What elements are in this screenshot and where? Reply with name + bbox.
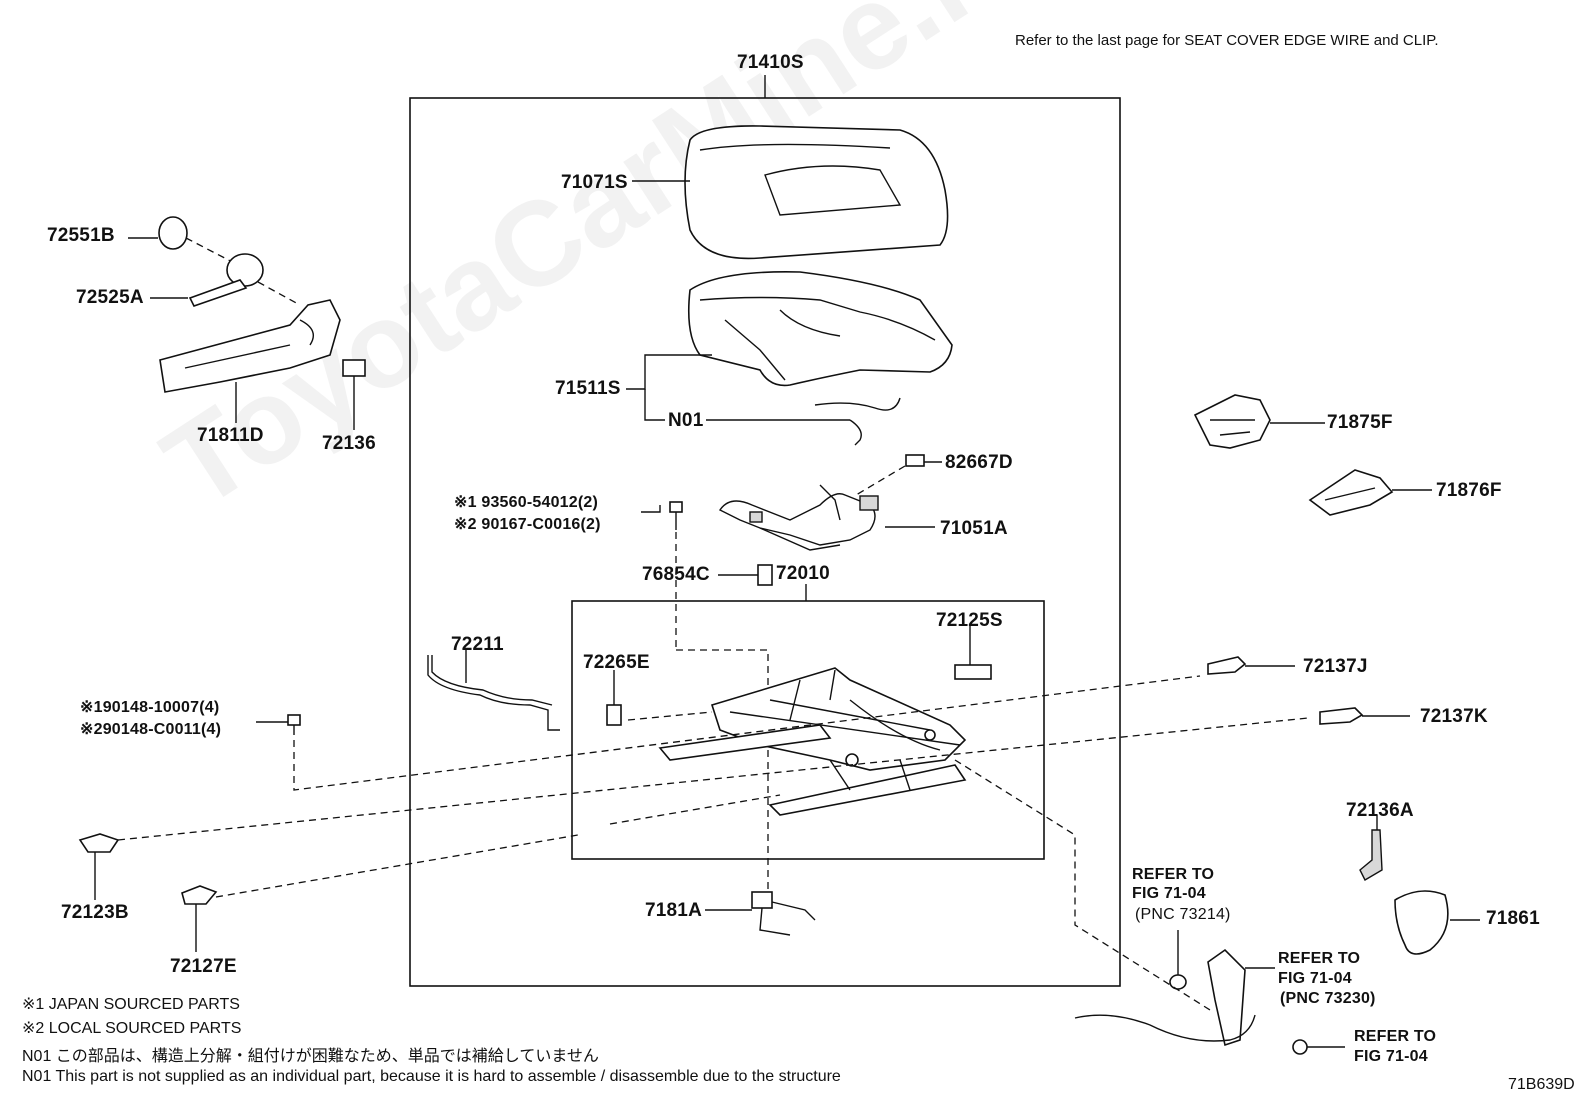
- cover-72123b: [78, 833, 120, 853]
- rod-72211: [427, 655, 560, 731]
- harness-n01: [814, 397, 901, 446]
- label-90148-line1: ※190148-10007(4): [80, 699, 220, 716]
- label-71410s: 71410S: [737, 52, 804, 73]
- label-72265e: 72265E: [583, 652, 650, 673]
- refer2-line1: REFER TO: [1278, 950, 1361, 967]
- seat-adjuster-72010: [658, 667, 967, 816]
- label-90148-line2: ※290148-C0011(4): [80, 721, 222, 738]
- part-72265e: [606, 704, 622, 726]
- label-72127e: 72127E: [170, 956, 237, 977]
- label-71511s: 71511S: [555, 378, 621, 399]
- cover-72136a: [1359, 829, 1383, 881]
- label-72137k: 72137K: [1420, 706, 1488, 727]
- bolt-90148: [287, 714, 301, 735]
- seat-pad-71511s: [687, 271, 953, 387]
- label-93560-line2: ※2 90167-C0016(2): [454, 516, 601, 533]
- refer-note: Refer to the last page for SEAT COVER ED…: [1015, 32, 1439, 49]
- label-82667d: 82667D: [945, 452, 1013, 473]
- footnote-n01-english: N01 This part is not supplied as an indi…: [22, 1068, 841, 1085]
- part-72125s: [954, 664, 992, 680]
- clip-82667d: [905, 454, 925, 467]
- label-71875f: 71875F: [1327, 412, 1393, 433]
- label-72123b: 72123B: [61, 902, 129, 923]
- label-71861: 71861: [1486, 908, 1540, 929]
- cover-71861: [1394, 890, 1449, 955]
- bolt-93560: [669, 501, 683, 530]
- nut-part: [1292, 1039, 1308, 1055]
- label-72125s: 72125S: [936, 610, 1003, 631]
- label-7181a: 7181A: [645, 900, 702, 921]
- refer2-line3: (PNC 73230): [1280, 990, 1376, 1007]
- label-72525a: 72525A: [76, 287, 144, 308]
- clip-72136: [342, 359, 366, 377]
- label-72136a: 72136A: [1346, 800, 1414, 821]
- refer1-line3: (PNC 73214): [1135, 906, 1231, 923]
- cover-72137k: [1319, 707, 1364, 725]
- refer1-line2: FIG 71-04: [1132, 885, 1206, 902]
- clip-76854c: [757, 564, 773, 586]
- cover-72137j: [1207, 656, 1247, 675]
- knob-72551b: [158, 216, 188, 250]
- wire-harness-71051a: [718, 484, 879, 551]
- shield-71811d: [159, 299, 341, 393]
- grommet-73214: [1169, 974, 1187, 990]
- label-71876f: 71876F: [1436, 480, 1502, 501]
- footnote-n01-japanese: N01 この部品は、構造上分解・組付けが困難なため、単品では補給していません: [22, 1048, 599, 1065]
- label-93560-line1: ※1 93560-54012(2): [454, 494, 599, 511]
- label-71051a: 71051A: [940, 518, 1008, 539]
- cover-72127e: [181, 885, 218, 905]
- refer1-line1: REFER TO: [1132, 866, 1215, 883]
- label-72211: 72211: [451, 634, 504, 655]
- diagram-code: 71B639D: [1508, 1076, 1575, 1093]
- refer3-line1: REFER TO: [1354, 1028, 1437, 1045]
- cover-73230: [1207, 948, 1246, 1047]
- label-72137j: 72137J: [1303, 656, 1368, 677]
- cable-assembly: [1074, 1014, 1256, 1042]
- label-n01: N01: [668, 410, 704, 431]
- bracket-71875f: [1193, 394, 1271, 449]
- refer3-line2: FIG 71-04: [1354, 1048, 1428, 1065]
- lumbar-7181a: [751, 891, 816, 936]
- bracket-71876f: [1308, 469, 1394, 516]
- assembly-box-72010: [571, 600, 1045, 860]
- footnote-local-sourced: ※2 LOCAL SOURCED PARTS: [22, 1020, 242, 1037]
- label-72551b: 72551B: [47, 225, 115, 246]
- label-71071s: 71071S: [561, 172, 628, 193]
- seat-cover-71071s: [684, 125, 949, 260]
- lever-72525a: [188, 253, 264, 307]
- label-72136: 72136: [322, 433, 376, 454]
- label-71811d: 71811D: [197, 425, 264, 446]
- label-72010: 72010: [776, 563, 830, 584]
- label-76854c: 76854C: [642, 564, 710, 585]
- footnote-japan-sourced: ※1 JAPAN SOURCED PARTS: [22, 996, 240, 1013]
- refer2-line2: FIG 71-04: [1278, 970, 1352, 987]
